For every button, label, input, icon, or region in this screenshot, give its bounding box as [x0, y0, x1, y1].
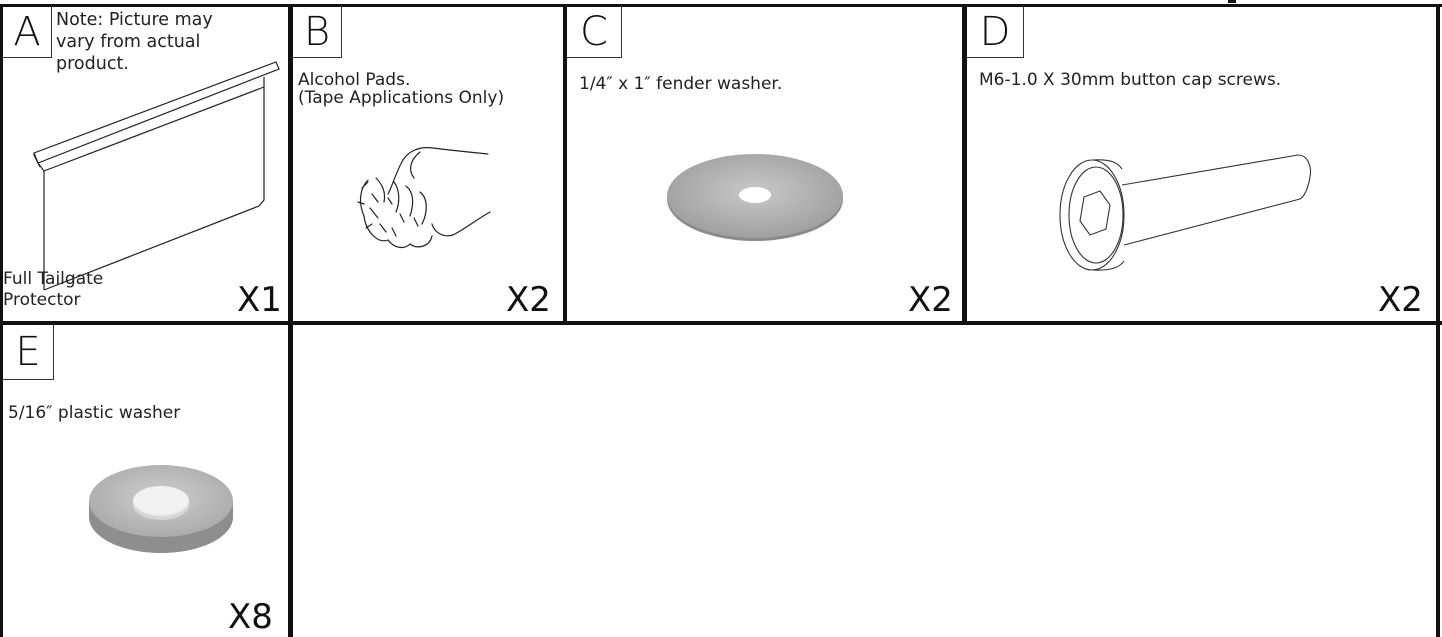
alcohol-pad-illustration	[348, 132, 498, 262]
part-qty-c: X2	[908, 283, 953, 317]
part-qty-b: X2	[506, 283, 551, 317]
part-cell-d: D M6-1.0 X 30mm button cap screws. X2	[967, 7, 1436, 321]
part-letter-e: E	[3, 325, 54, 380]
tailgate-protector-illustration	[28, 55, 288, 305]
button-cap-screw-illustration	[1052, 125, 1322, 275]
part-cell-c: C 1/4″ x 1″ fender washer. X2	[567, 7, 962, 321]
part-description-b: Alcohol Pads. (Tape Applications Only)	[298, 71, 563, 107]
part-letter-a: A	[3, 7, 52, 58]
header-tick	[1228, 0, 1236, 3]
part-letter-c: C	[567, 7, 622, 58]
part-description-d: M6-1.0 X 30mm button cap screws.	[979, 70, 1434, 91]
part-qty-d: X2	[1378, 283, 1423, 317]
part-qty-e: X8	[228, 600, 273, 634]
part-letter-d: D	[967, 7, 1024, 58]
part-letter-b: B	[293, 7, 342, 58]
grid-right-border	[1436, 4, 1440, 637]
plastic-washer-illustration	[81, 453, 241, 553]
part-description-c: 1/4″ x 1″ fender washer.	[579, 74, 959, 95]
part-cell-b: B Alcohol Pads. (Tape Applications Only)…	[293, 7, 563, 321]
fender-washer-illustration	[665, 151, 845, 243]
part-cell-a: A Note: Picture may vary from actual pro…	[3, 7, 288, 321]
part-name-a: Full Tailgate Protector	[3, 269, 163, 311]
part-cell-e: E 5/16″ plastic washer X8	[3, 325, 288, 637]
part-description-e: 5/16″ plastic washer	[8, 403, 283, 424]
part-qty-a: X1	[237, 283, 282, 317]
